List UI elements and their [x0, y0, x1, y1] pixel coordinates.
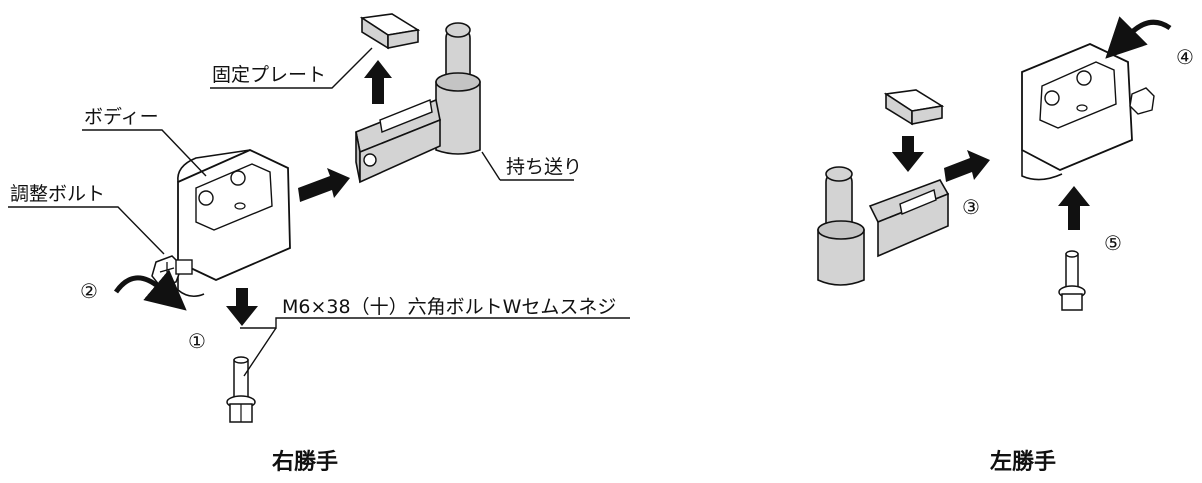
left-up-arrow-5: [1058, 186, 1090, 230]
step-2: ②: [80, 279, 98, 303]
right-body: [177, 149, 291, 298]
right-down-arrow-1: [226, 288, 258, 326]
step-5: ⑤: [1104, 231, 1122, 255]
label-adjust-bolt: 調整ボルト: [10, 183, 106, 205]
label-screw: M6×38（十）六角ボルトWセムスネジ: [282, 296, 617, 318]
left-down-arrow: [892, 136, 924, 172]
left-screw: [1058, 250, 1086, 311]
step-4: ④: [1176, 45, 1194, 69]
left-carrier: [817, 166, 950, 286]
step-1: ①: [188, 329, 206, 353]
right-rotate-arrow-2: [113, 269, 187, 311]
label-carrier: 持ち送り: [506, 156, 583, 178]
left-body: [1021, 43, 1155, 181]
label-fixing-plate: 固定プレート: [212, 64, 327, 86]
label-body: ボディー: [84, 106, 159, 128]
step-3: ③: [962, 195, 980, 219]
right-push-arrow: [298, 168, 350, 202]
left-rotate-arrow-4: [1105, 16, 1172, 59]
right-carrier: [355, 22, 481, 184]
right-leader-lines: [8, 47, 630, 377]
caption-left-hand: 左勝手: [990, 450, 1057, 475]
right-adjust-bolt: [151, 255, 193, 287]
right-fixing-plate: [359, 13, 421, 50]
right-up-arrow: [364, 60, 392, 104]
caption-right-hand: 右勝手: [272, 450, 339, 475]
right-screw: [226, 356, 256, 423]
left-push-arrow: [944, 150, 990, 182]
left-fixing-plate: [883, 89, 945, 126]
